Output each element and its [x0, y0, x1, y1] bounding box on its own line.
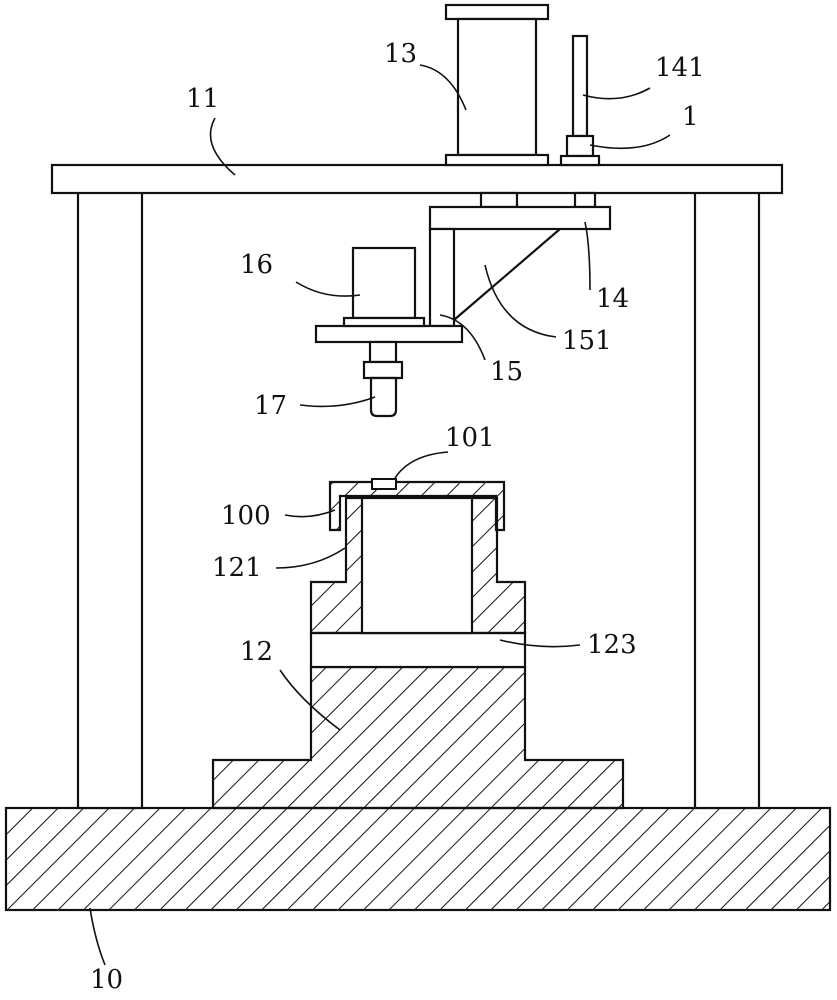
mold-cavity: [360, 496, 474, 635]
spindle-collar: [362, 360, 404, 380]
motor-flange: [342, 316, 426, 328]
spindle-upper: [368, 340, 398, 364]
label-17: 17: [254, 391, 287, 421]
rod-bushing-base: [559, 154, 601, 167]
label-11: 11: [186, 84, 219, 114]
leader-141: [582, 87, 651, 100]
leader-1: [589, 134, 671, 150]
leader-16: [295, 281, 361, 297]
leader-13: [419, 64, 467, 111]
leader-14: [584, 221, 591, 291]
label-13: 13: [384, 39, 417, 69]
arm-horizontal: [428, 205, 612, 231]
label-141: 141: [655, 53, 705, 83]
leader-151: [484, 264, 557, 338]
bracket-vertical: [428, 227, 456, 328]
label-100: 100: [221, 501, 271, 531]
left-column: [76, 190, 144, 810]
base-plate: [4, 806, 832, 912]
label-101: 101: [445, 423, 495, 453]
cylinder-top-cap: [444, 3, 550, 21]
cylinder-base: [444, 153, 550, 167]
cap-hole: [371, 478, 397, 490]
label-123: 123: [587, 630, 637, 660]
top-plate: [50, 163, 784, 195]
mold-spacer: [309, 631, 527, 669]
leader-11: [209, 117, 236, 176]
motor-mount-plate: [314, 324, 464, 344]
label-121: 121: [212, 553, 262, 583]
rod-bushing: [565, 134, 595, 158]
workpiece-cap: [328, 480, 506, 532]
spindle-tip: [369, 376, 398, 418]
under-plate-block-left: [479, 191, 519, 209]
label-12: 12: [240, 637, 273, 667]
label-15: 15: [490, 357, 523, 387]
label-151: 151: [562, 326, 612, 356]
label-14: 14: [596, 284, 629, 314]
leader-12: [279, 669, 341, 731]
leader-10: [89, 907, 106, 966]
cylinder-body: [456, 17, 538, 157]
under-plate-block-right: [573, 191, 597, 209]
guide-rod: [571, 34, 589, 138]
leader-17: [299, 396, 376, 408]
right-column: [693, 190, 761, 810]
label-1: 1: [682, 102, 699, 132]
leader-123: [499, 639, 581, 648]
mold-lower: [211, 665, 625, 810]
leader-100: [284, 509, 336, 518]
diagonal-brace: [453, 228, 561, 321]
leader-15: [439, 314, 486, 361]
leader-121: [275, 547, 346, 569]
label-16: 16: [240, 250, 273, 280]
motor-body: [351, 246, 417, 320]
leader-101: [394, 451, 449, 479]
label-10: 10: [90, 965, 123, 995]
